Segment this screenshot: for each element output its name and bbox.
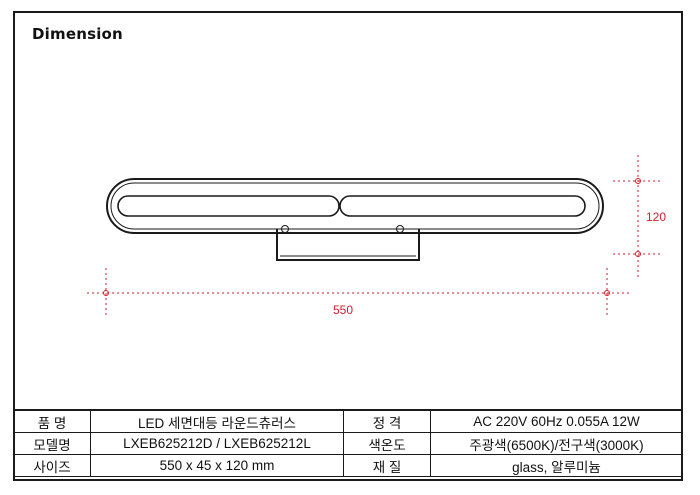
product-drawing <box>87 155 660 318</box>
table-row: 모델명 LXEB625212D / LXEB625212L 색온도 주광색(65… <box>13 432 683 455</box>
document-frame: Dimension <box>13 11 683 481</box>
spec-value-product-name: LED 세면대등 라운드츄러스 <box>90 409 344 433</box>
spec-label-rating: 정 격 <box>343 409 431 433</box>
spec-label-material: 재 질 <box>343 454 431 477</box>
page-title: Dimension <box>32 25 123 43</box>
height-dimension-line <box>613 155 660 279</box>
spec-table: 품 명 LED 세면대등 라운드츄러스 정 격 AC 220V 60Hz 0.0… <box>13 409 683 477</box>
height-dimension-label: 120 <box>646 210 667 224</box>
spec-label-color-temperature: 색온도 <box>343 432 431 455</box>
table-row: 사이즈 550 x 45 x 120 mm 재 질 glass, 알루미늄 <box>13 454 683 477</box>
spec-value-color-temperature: 주광색(6500K)/전구색(3000K) <box>430 432 683 455</box>
spec-label-size: 사이즈 <box>13 454 91 477</box>
spec-value-size: 550 x 45 x 120 mm <box>90 454 344 477</box>
spec-label-model: 모델명 <box>13 432 91 455</box>
lamp-body <box>106 178 604 234</box>
spec-value-rating: AC 220V 60Hz 0.055A 12W <box>430 409 683 433</box>
wall-bracket <box>276 225 420 261</box>
width-dimension-label: 550 <box>333 303 354 317</box>
width-dimension-line <box>87 268 629 318</box>
spec-value-model: LXEB625212D / LXEB625212L <box>90 432 344 455</box>
spec-label-product-name: 품 명 <box>13 409 91 433</box>
table-row: 품 명 LED 세면대등 라운드츄러스 정 격 AC 220V 60Hz 0.0… <box>13 409 683 433</box>
spec-value-material: glass, 알루미늄 <box>430 454 683 477</box>
